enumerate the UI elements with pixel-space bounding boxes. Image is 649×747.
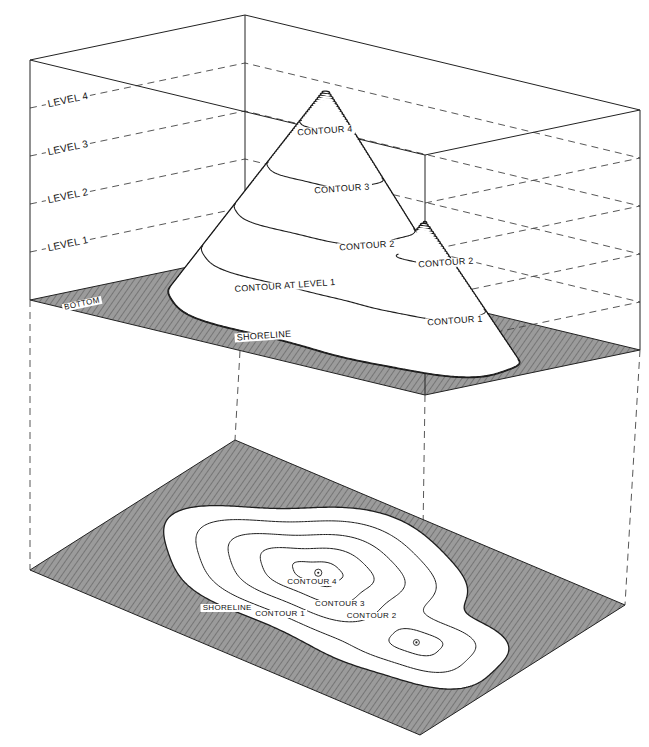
level-line	[30, 63, 640, 158]
contour-label: CONTOUR 4	[285, 578, 339, 586]
peak-ring	[315, 569, 322, 576]
level-label: LEVEL 2	[45, 186, 91, 205]
shoreline-line	[164, 506, 509, 689]
contour-label: CONTOUR AT LEVEL 1	[233, 278, 338, 294]
level-line	[425, 158, 640, 203]
tank-edge	[640, 110, 641, 350]
peak-ring	[413, 639, 419, 645]
level-label: LEVEL 4	[45, 90, 91, 109]
contour-map	[164, 506, 509, 689]
tank-edges	[30, 15, 640, 395]
level-label: LEVEL 3	[45, 138, 91, 157]
projection-lines	[30, 300, 640, 735]
contour-label: CONTOUR 3	[313, 600, 367, 608]
level-line	[425, 206, 640, 251]
shoreline-label: SHORELINE	[201, 604, 254, 612]
contour-label: CONTOUR 3	[312, 182, 372, 195]
contour-line	[260, 548, 374, 604]
level-label: LEVEL 1	[45, 234, 91, 253]
shoreline-label: SHORELINE	[234, 329, 293, 342]
mountain-outline	[323, 92, 329, 93]
contour-line	[196, 520, 476, 673]
mountain-layer	[320, 96, 333, 99]
peak-dot	[415, 641, 417, 643]
mountain-layer	[323, 92, 329, 93]
mountain-layer	[321, 94, 330, 96]
tank-top	[30, 15, 640, 155]
mountain-model	[169, 92, 520, 377]
map-plane	[30, 440, 625, 735]
contour-label: CONTOUR 1	[253, 610, 307, 618]
level-lines	[30, 63, 640, 347]
island-area	[164, 506, 509, 689]
contour-label: CONTOUR 1	[425, 314, 485, 327]
contour-line	[228, 534, 443, 656]
contour-label: CONTOUR 2	[345, 612, 399, 620]
contour-label: CONTOUR 2	[416, 257, 476, 270]
projection-line	[625, 350, 640, 605]
mountain-body	[169, 92, 520, 377]
bottom-label: BOTTOM	[62, 296, 103, 312]
contour-label: CONTOUR 2	[337, 239, 397, 252]
tank-edge	[30, 60, 31, 300]
contour-label: CONTOUR 4	[295, 125, 355, 138]
projection-line	[30, 300, 31, 570]
peak-dot	[317, 572, 319, 574]
level-line	[30, 111, 640, 206]
mountain-silhouette	[169, 92, 520, 377]
projection-line	[235, 351, 240, 440]
